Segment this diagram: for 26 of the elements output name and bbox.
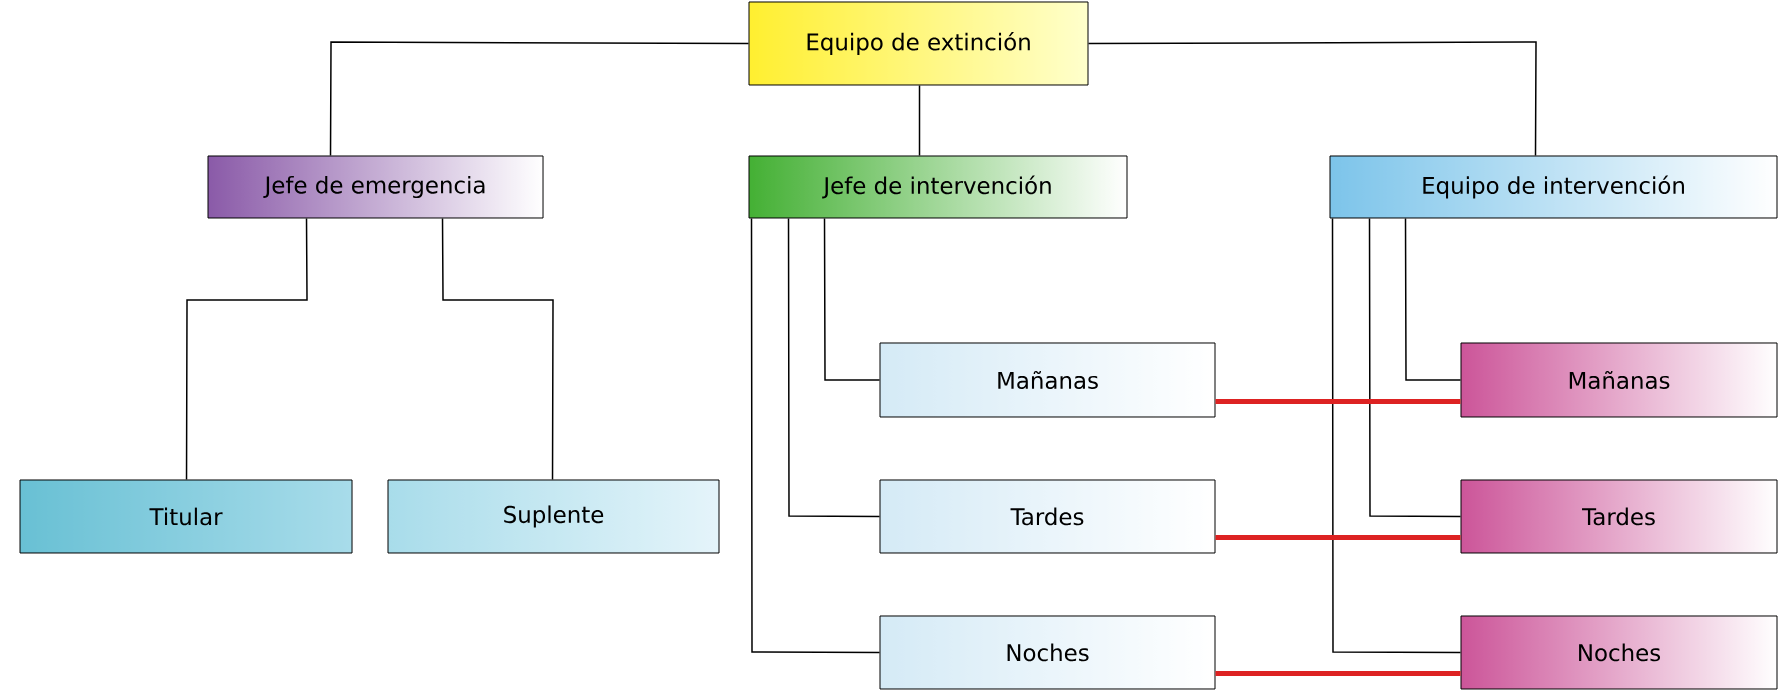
role-box: Jefe de emergencia [207,155,544,219]
shift-box: Noches [879,615,1216,690]
shift-box: Noches [1460,615,1778,690]
shift-box: Tardes [1460,479,1778,554]
connector-line [1368,217,1462,518]
link-line [1215,671,1461,676]
role-box: Jefe de intervención [748,155,1128,219]
connector-line [1404,217,1462,381]
member-box: Titular [19,479,353,554]
member-box: Suplente [387,479,720,554]
shift-box: Mañanas [879,342,1216,418]
role-box: Equipo de intervención [1329,155,1778,219]
connector-line [441,217,554,481]
shift-box: Tardes [879,479,1216,554]
link-line [1215,399,1461,404]
connector-line [823,217,881,381]
connector-line [185,217,308,481]
title-box: Equipo de extinción [748,1,1089,86]
connector-line [1087,41,1537,157]
connector-line [787,217,881,518]
link-line [1215,535,1461,540]
connector-line [750,217,881,654]
connector-line [329,41,750,157]
connector-line [1331,217,1462,654]
connector-line [918,84,921,157]
shift-box: Mañanas [1460,342,1778,418]
